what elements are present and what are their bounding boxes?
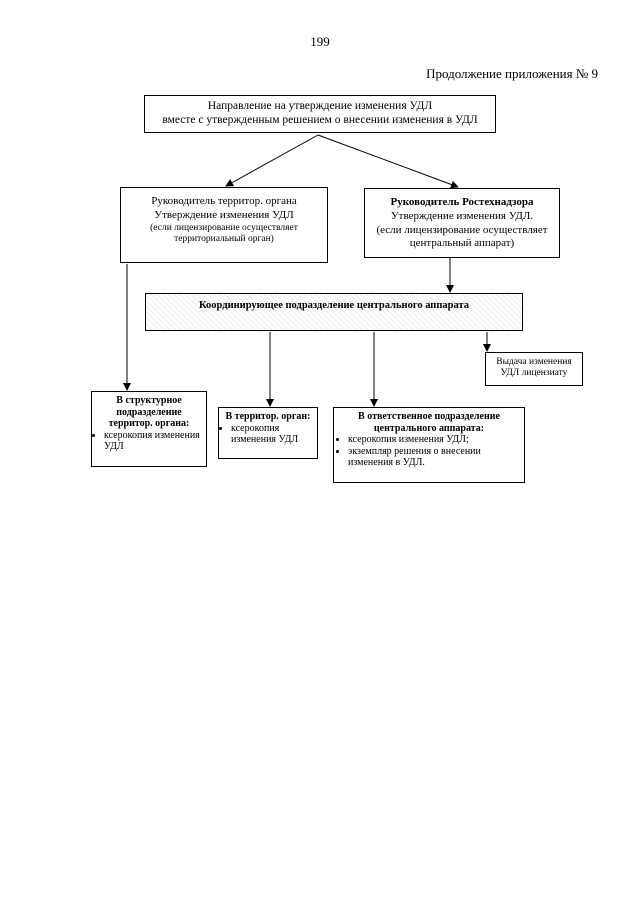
structural-bullet-list: ксерокопия изменения УДЛ [92, 430, 206, 453]
structural-title1: В структурное [116, 395, 182, 406]
coordinating-unit-box: Координирующее подразделение центральног… [145, 293, 523, 331]
approval-direction-box: Направление на утверждение изменения УДЛ… [144, 95, 496, 133]
issue-to-licensee-box: Выдача изменения УДЛ лицензиату [485, 352, 583, 386]
rostekhnadzor-head-box: Руководитель Ростехнадзора Утверждение и… [364, 188, 560, 258]
right-head-line3: (если лицензирование осуществляет [376, 223, 548, 236]
central-bullet-2: экземпляр решения о внесении изменения в… [348, 446, 524, 469]
page-number: 199 [310, 34, 330, 49]
central-title2: центрального аппарата: [373, 422, 485, 434]
central-unit-box: В ответственное подразделение центрально… [333, 407, 525, 483]
territorial-bullet-list: ксерокопия изменения УДЛ [219, 423, 317, 446]
central-bullet-1: ксерокопия изменения УДЛ; [348, 434, 524, 446]
left-head-line4: территориальный орган) [174, 234, 274, 245]
appendix-label: Продолжение приложения № 9 [426, 66, 598, 81]
left-head-line2: Утверждение изменения УДЛ [154, 208, 294, 221]
coord-box-label: Координирующее подразделение центральног… [198, 300, 470, 311]
territorial-bullet: ксерокопия изменения УДЛ [231, 423, 317, 446]
right-head-line4: центральный аппарат) [409, 237, 515, 250]
structural-title3: территор. органа: [108, 418, 190, 429]
territorial-head-box: Руководитель территор. органа Утверждени… [120, 187, 328, 263]
arrow-top-to-right [317, 134, 459, 189]
central-title1: В ответственное подразделение [358, 411, 500, 422]
top-box-line2: вместе с утвержденным решением о внесени… [162, 114, 478, 127]
right-head-line2: Утверждение изменения УДЛ. [390, 209, 534, 222]
left-head-line3: (если лицензирование осуществляет [150, 222, 298, 233]
right-head-line1: Руководитель Ростехнадзора [390, 196, 534, 208]
structural-unit-box: В структурное подразделение территор. ор… [91, 391, 207, 467]
top-box-line1: Направление на утверждение изменения УДЛ [207, 100, 433, 112]
arrow-top-to-left [225, 134, 319, 187]
territorial-body-box: В территор. орган: ксерокопия изменения … [218, 407, 318, 459]
issue-box-line1: Выдача изменения [496, 357, 572, 367]
issue-box-line2: УДЛ лицензиату [500, 368, 568, 379]
territorial-title: В территор. орган: [225, 411, 311, 422]
left-head-line1: Руководитель территор. органа [151, 195, 297, 207]
central-bullet-list: ксерокопия изменения УДЛ; экземпляр реше… [334, 434, 524, 469]
structural-title2: подразделение [116, 406, 182, 418]
structural-bullet: ксерокопия изменения УДЛ [104, 430, 206, 453]
